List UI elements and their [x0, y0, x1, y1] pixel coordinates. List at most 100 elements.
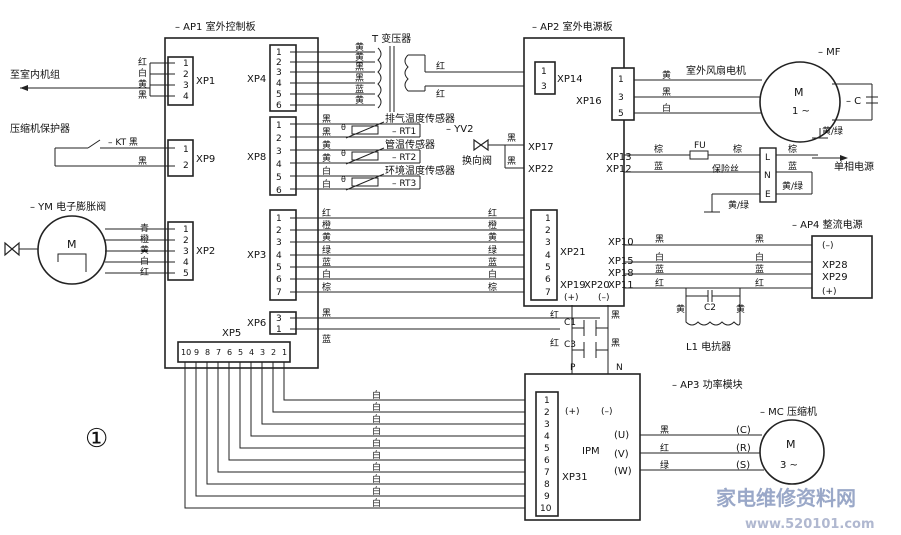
svg-text:C1: C1 — [564, 318, 576, 328]
svg-text:θ: θ — [341, 123, 346, 132]
svg-text:5: 5 — [618, 109, 624, 119]
xp2-label: XP2 — [196, 246, 215, 257]
xp4-label: XP4 — [247, 74, 266, 85]
svg-text:N: N — [764, 171, 771, 181]
svg-text:红: 红 — [322, 207, 331, 219]
svg-text:(C): (C) — [736, 425, 751, 436]
svg-text:白: 白 — [372, 413, 381, 425]
svg-text:白: 白 — [322, 165, 331, 177]
svg-text:6: 6 — [545, 275, 551, 285]
transformer-label: T 变压器 — [371, 32, 411, 45]
svg-text:黑: 黑 — [322, 114, 331, 125]
power-input: 棕 蓝 棕 FU 保险丝 — [624, 141, 760, 175]
ap4-title: – AP4 整流电源 — [792, 218, 863, 231]
svg-text:1: 1 — [276, 325, 282, 335]
svg-text:黄: 黄 — [140, 244, 149, 256]
svg-text:白: 白 — [662, 102, 671, 114]
xp9-connector — [167, 139, 194, 177]
ipm-v: (V) — [614, 449, 629, 460]
xp20-minus: (–) — [598, 293, 610, 303]
mf-capacitor: – C — [832, 83, 878, 121]
xp5-connector — [177, 341, 291, 363]
xp4-pins: 1 2 3 4 5 6 — [276, 48, 282, 111]
svg-text:1: 1 — [183, 59, 189, 69]
watermark-url: www.520101.com — [745, 517, 875, 532]
rt1-sensor: θ – RT1 排气温度传感器 — [341, 112, 455, 139]
ap4-wires: 黑 白 蓝 红 黑 白 蓝 红 — [624, 234, 812, 289]
svg-text:绿: 绿 — [322, 244, 331, 256]
svg-text:黑: 黑 — [507, 156, 516, 167]
svg-text:4: 4 — [545, 251, 551, 261]
svg-text:橙: 橙 — [140, 233, 149, 245]
svg-text:XP29: XP29 — [822, 272, 848, 283]
ym-winding — [57, 253, 87, 272]
ap1-title: – AP1 室外控制板 — [175, 20, 256, 33]
svg-text:黑: 黑 — [138, 156, 147, 167]
xp12-label: XP12 — [606, 164, 632, 175]
svg-text:青: 青 — [140, 222, 149, 234]
svg-text:红: 红 — [488, 207, 497, 219]
svg-text:2: 2 — [276, 226, 282, 236]
xp16-wires: 黄 黑 白 — [634, 69, 762, 114]
mf-phase: 1 ~ — [792, 106, 810, 117]
xp5-label: XP5 — [222, 328, 241, 339]
mf-ground: 黄/绿 — [812, 125, 843, 139]
svg-text:黄: 黄 — [355, 94, 364, 106]
ap3-minus: (–) — [601, 407, 613, 417]
svg-text:1: 1 — [276, 214, 282, 224]
dc-capacitors: C1 C3 红 红 黑 黑 P N — [550, 305, 623, 375]
xp9-label: XP9 — [196, 154, 215, 165]
svg-text:2: 2 — [276, 134, 282, 144]
svg-text:P: P — [570, 363, 576, 373]
mc-motor — [759, 419, 825, 485]
svg-text:7: 7 — [216, 348, 221, 357]
ym-motor — [37, 215, 107, 285]
svg-text:5: 5 — [276, 173, 282, 183]
ap4-board — [811, 235, 873, 299]
svg-text:黑: 黑 — [355, 62, 364, 73]
svg-text:1: 1 — [183, 225, 189, 235]
svg-text:(R): (R) — [736, 443, 751, 454]
svg-text:5: 5 — [238, 348, 243, 357]
svg-text:C3: C3 — [564, 340, 576, 350]
xp5-xp31-wires: 白 白 白 白 白 白 白 白 白 白 — [184, 362, 540, 509]
svg-text:3: 3 — [276, 147, 282, 157]
svg-text:E: E — [765, 190, 771, 200]
svg-text:蓝: 蓝 — [655, 263, 664, 275]
svg-text:3: 3 — [545, 238, 551, 248]
svg-text:黑: 黑 — [660, 425, 669, 436]
xp9-pins: 1 2 — [183, 145, 189, 171]
svg-text:红: 红 — [550, 309, 559, 321]
svg-text:红: 红 — [436, 60, 445, 72]
svg-text:1: 1 — [541, 67, 547, 77]
figure-number: ① — [85, 424, 108, 454]
svg-text:(–): (–) — [822, 241, 834, 251]
svg-text:5: 5 — [544, 444, 550, 454]
svg-text:2: 2 — [183, 161, 189, 171]
yv2-valve: – YV2 – KT 黑 黑 黑 换向阀 — [446, 124, 524, 169]
svg-text:C2: C2 — [704, 303, 716, 313]
svg-text:黑: 黑 — [655, 234, 664, 245]
svg-text:蓝: 蓝 — [654, 160, 663, 172]
svg-text:蓝: 蓝 — [788, 160, 797, 172]
xp3-pins: 1 2 3 4 5 6 7 — [276, 214, 282, 298]
xp19-plus: (+) — [564, 293, 579, 303]
svg-text:白: 白 — [488, 268, 497, 280]
svg-text:6: 6 — [544, 456, 550, 466]
xp3-xp21-wires: 红 橙 黄 绿 蓝 白 棕 红 橙 黄 绿 蓝 白 棕 — [290, 207, 535, 293]
xp8-wires: 黑 黑 黄 黄 白 白 — [290, 114, 421, 190]
svg-text:1: 1 — [276, 121, 282, 131]
svg-text:(+): (+) — [822, 287, 837, 297]
svg-text:黄: 黄 — [355, 51, 364, 63]
xp4-out-wires: 红 红 — [425, 60, 540, 100]
svg-text:2: 2 — [183, 70, 189, 80]
xp6-label: XP6 — [247, 318, 266, 329]
svg-text:5: 5 — [545, 263, 551, 273]
xp8-label: XP8 — [247, 152, 266, 163]
arrow-right-icon — [840, 155, 848, 161]
xp1-wires: 红 白 黄 黑 — [20, 56, 175, 101]
svg-text:绿: 绿 — [660, 459, 669, 471]
svg-text:XP28: XP28 — [822, 260, 848, 271]
svg-text:– RT2: – RT2 — [392, 153, 416, 163]
svg-text:黄: 黄 — [322, 139, 331, 151]
